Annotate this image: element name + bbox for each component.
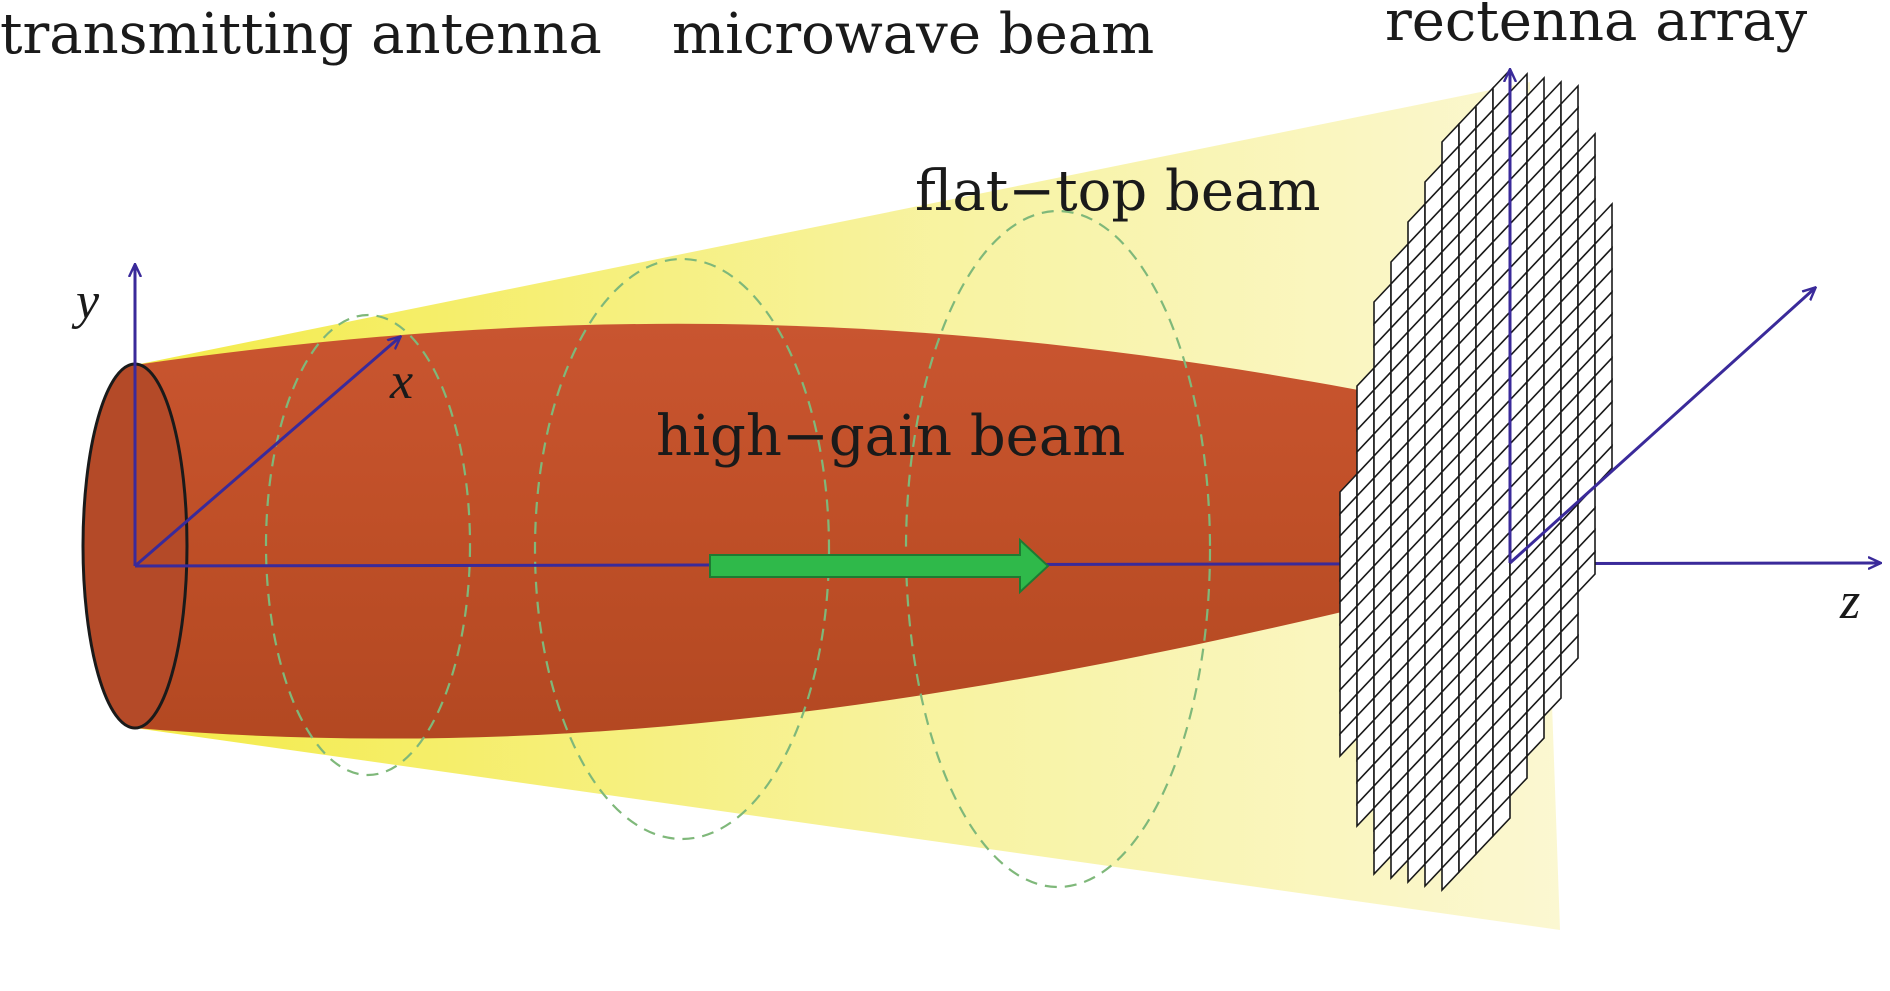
- axis-label-x: x: [389, 353, 413, 410]
- rectenna-cell: [1594, 443, 1613, 489]
- rectenna-cell: [1509, 753, 1528, 799]
- rectenna-array-grid: [1339, 67, 1613, 893]
- rectenna-cell: [1577, 549, 1596, 595]
- wavefront-ring: [904, 209, 1212, 889]
- propagation-arrow: [709, 537, 1050, 595]
- high-gain-beam: [135, 323, 1400, 739]
- wavefront-rings: [264, 209, 1212, 889]
- label-flat-top-beam: flat−top beam: [915, 159, 1321, 224]
- axis-label-z: z: [1839, 573, 1860, 630]
- receiver-diagonal-axis: [1508, 288, 1815, 565]
- rectenna-cell: [1560, 633, 1579, 679]
- axis-label-y: y: [71, 273, 100, 330]
- label-transmitting-antenna: transmitting antenna: [0, 2, 602, 67]
- label-microwave-beam: microwave beam: [672, 2, 1154, 67]
- rectenna-cell: [1543, 673, 1562, 719]
- label-high-gain-beam: high−gain beam: [656, 404, 1125, 469]
- wavefront-ring: [533, 257, 831, 841]
- receiver-axes: [1508, 70, 1815, 565]
- wavefront-ring: [264, 313, 472, 777]
- rectenna-cell: [1492, 793, 1511, 839]
- rectenna-cell: [1526, 713, 1545, 759]
- x-axis-line: [134, 337, 400, 568]
- label-rectenna-array: rectenna array: [1385, 0, 1808, 54]
